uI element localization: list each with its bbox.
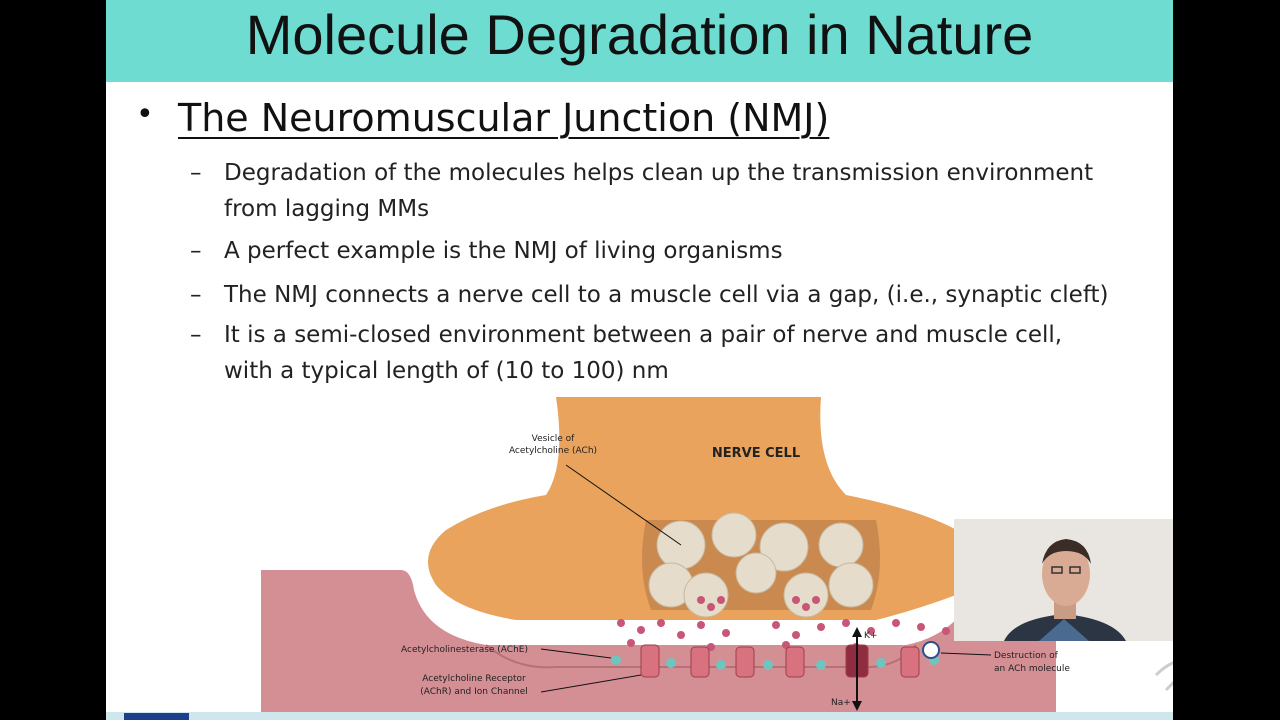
k-ion-label: K+ <box>864 631 877 641</box>
vesicle <box>783 572 829 618</box>
glasses-right <box>1069 566 1081 574</box>
receptor <box>690 646 710 678</box>
arrow-head-up <box>852 627 862 637</box>
presenter-hair <box>1042 539 1091 564</box>
dash-marker: – <box>190 322 202 348</box>
vesicle <box>735 552 777 594</box>
text-line: from lagging MMs <box>224 196 430 222</box>
text-line: The NMJ connects a nerve cell to a muscl… <box>224 282 1109 308</box>
footer-strip <box>106 712 1173 720</box>
sub-point-text: The NMJ connects a nerve cell to a muscl… <box>224 277 1154 313</box>
section-heading: The Neuromuscular Junction (NMJ) <box>178 96 830 140</box>
receptor <box>735 646 755 678</box>
receptor <box>900 646 920 678</box>
sub-point-text: Degradation of the molecules helps clean… <box>224 155 1154 227</box>
vesicle <box>711 512 757 558</box>
vesicle <box>683 572 729 618</box>
ache-pointer <box>540 648 612 659</box>
vesicle <box>759 522 809 572</box>
glasses-left <box>1051 566 1063 574</box>
ache-label: Acetylcholinesterase (AChE) <box>401 645 528 655</box>
arrow-head-down <box>852 701 862 711</box>
presenter-webcam <box>954 519 1173 641</box>
nmj-diagram: NERVE CELL MU Vesicle of Acetylcholine (… <box>261 397 1173 713</box>
title-bar <box>106 0 1173 82</box>
footer-accent <box>124 713 189 720</box>
slide-title: Molecule Degradation in Nature <box>245 3 1034 66</box>
achr-pointer <box>540 674 642 693</box>
ache-enzymes <box>611 655 939 670</box>
vesicle-pointer <box>565 464 682 546</box>
dash-marker: – <box>190 238 202 264</box>
text-line: It is a semi-closed environment between … <box>224 322 1063 348</box>
dash-marker: – <box>190 282 202 308</box>
destruction-marker <box>922 641 940 659</box>
dash-marker: – <box>190 160 202 186</box>
presenter-face <box>1042 542 1090 606</box>
destruction-pointer <box>940 652 992 656</box>
vesicle <box>818 522 864 568</box>
society-logo <box>1154 661 1173 692</box>
receptor <box>640 644 660 678</box>
sub-point-text: A perfect example is the NMJ of living o… <box>224 233 1154 269</box>
presenter-collar <box>1039 619 1089 641</box>
text-line: A perfect example is the NMJ of living o… <box>224 238 783 264</box>
destruction-label-line1: Destruction of <box>994 651 1059 661</box>
slide: Molecule Degradation in Nature • The Neu… <box>106 0 1173 720</box>
receptor <box>785 646 805 678</box>
vesicle-label-line2: Acetylcholine (ACh) <box>509 446 597 456</box>
text-line: with a typical length of (10 to 100) nm <box>224 358 669 384</box>
achr-label-line2: (AChR) and Ion Channel <box>420 687 528 697</box>
destruction-label-line2: an ACh molecule <box>994 664 1070 674</box>
text-line: Degradation of the molecules helps clean… <box>224 160 1094 186</box>
achr-label-line1: Acetylcholine Receptor <box>422 674 526 684</box>
nerve-cell-label: NERVE CELL <box>712 446 800 461</box>
sub-point-text: It is a semi-closed environment between … <box>224 317 1154 389</box>
na-ion-label: Na+ <box>831 698 851 708</box>
bullet-dot: • <box>136 97 154 132</box>
vesicle <box>828 562 874 608</box>
presenter-figure <box>954 519 1173 641</box>
vesicle-label-line1: Vesicle of <box>532 434 576 444</box>
